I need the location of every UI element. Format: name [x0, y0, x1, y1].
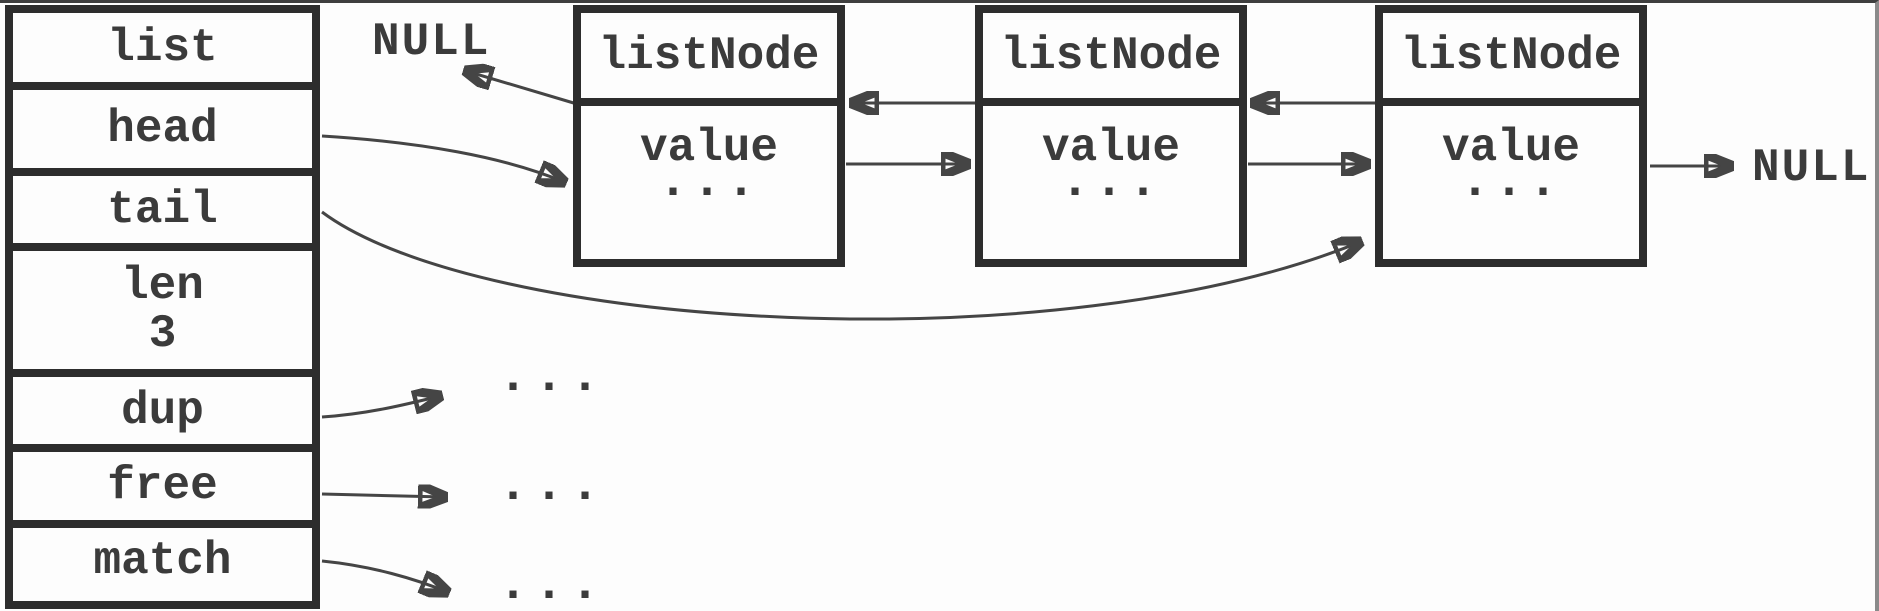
field-label-list: list	[107, 21, 218, 74]
list-node-1: listNode value ...	[573, 5, 845, 267]
field-row-head: head	[13, 82, 312, 168]
list-node-3: listNode value ...	[1375, 5, 1647, 267]
list-node-3-ellipsis: ...	[1459, 154, 1562, 211]
field-label-free: free	[107, 460, 218, 512]
field-label-dup: dup	[121, 384, 204, 437]
dup-target-ellipsis: ...	[498, 349, 607, 406]
field-label-len: len	[121, 260, 204, 312]
dup-pointer-arrow	[321, 396, 440, 419]
list-node-2-ellipsis: ...	[1059, 154, 1162, 211]
list-node-2-header: listNode	[983, 13, 1239, 106]
list-node-3-body: value ...	[1383, 106, 1639, 259]
list-node-2-body: value ...	[983, 106, 1239, 259]
field-row-dup: dup	[13, 369, 312, 444]
field-row-len: len 3	[13, 243, 312, 369]
field-row-tail: tail	[13, 168, 312, 243]
tail-pointer-arrow	[321, 210, 1360, 321]
list-node-3-value-label: value	[1441, 122, 1581, 174]
list-node-3-header: listNode	[1383, 13, 1639, 106]
list-struct-title-row: list	[13, 13, 312, 82]
list-node-2-title: listNode	[1000, 29, 1222, 82]
list-node-1-body: value ...	[581, 106, 837, 259]
field-label-tail: tail	[107, 183, 218, 236]
field-label-head: head	[107, 103, 218, 155]
list-struct-box: list head tail len 3 dup free match	[5, 5, 320, 609]
list-node-1-title: listNode	[598, 29, 820, 82]
list-node-2-value-label: value	[1041, 122, 1181, 174]
field-value-len: 3	[148, 308, 177, 360]
match-pointer-arrow	[321, 559, 447, 592]
list-node-1-value-label: value	[639, 122, 779, 174]
list-node-1-ellipsis: ...	[657, 154, 760, 211]
field-row-free: free	[13, 444, 312, 520]
match-target-ellipsis: ...	[498, 557, 607, 611]
free-target-ellipsis: ...	[498, 458, 607, 515]
node1-prev-null-arrow	[466, 71, 578, 106]
field-label-match: match	[93, 534, 232, 587]
free-pointer-arrow	[321, 494, 445, 497]
field-row-match: match	[13, 520, 312, 593]
list-node-2: listNode value ...	[975, 5, 1247, 267]
head-pointer-arrow	[321, 134, 564, 182]
list-node-1-header: listNode	[581, 13, 837, 106]
null-label-prev: NULL	[372, 16, 491, 68]
null-label-next: NULL	[1752, 142, 1871, 194]
list-node-3-title: listNode	[1400, 29, 1622, 82]
